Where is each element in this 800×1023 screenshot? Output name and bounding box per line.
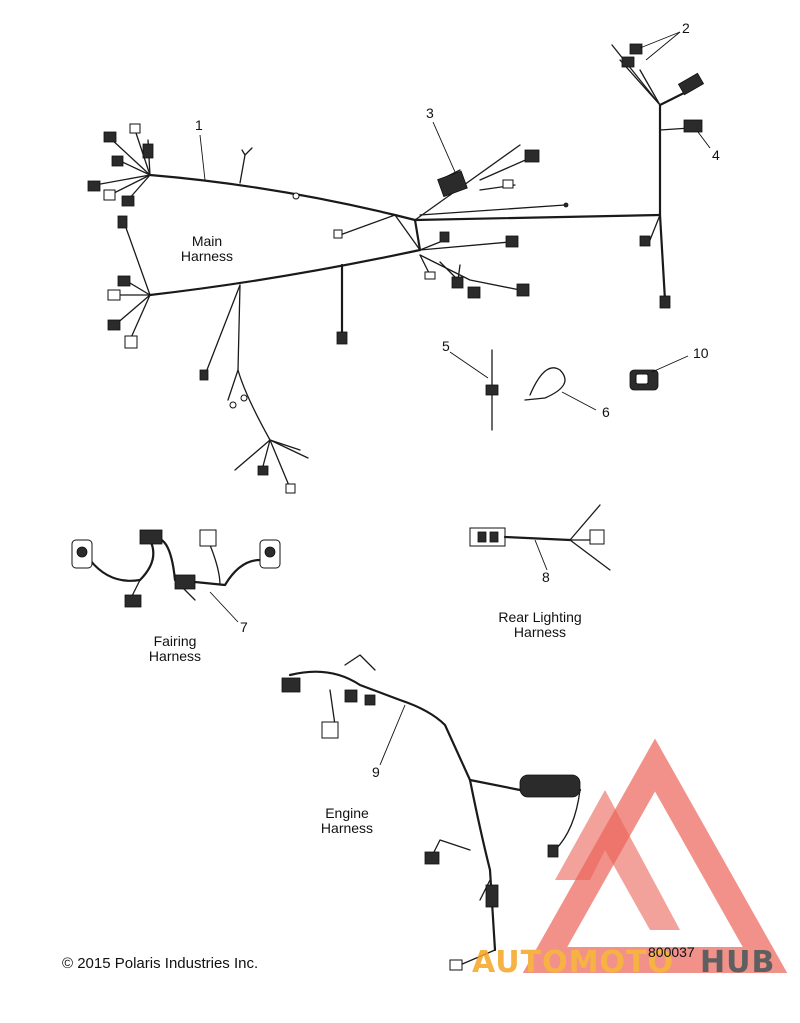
callout-numbers: 1 2 3 4 5 6 7 8 9 10 (195, 20, 720, 780)
engine-harness-label-line1: Engine (325, 805, 369, 821)
fairing-harness-label-line1: Fairing (154, 633, 197, 649)
main-harness-label-line1: Main (192, 233, 222, 249)
fairing-harness (71, 529, 281, 608)
main-harness-left-lower-branches (107, 215, 151, 349)
upper-right-pigtail-harness (611, 43, 705, 309)
copyright-notice: © 2015 Polaris Industries Inc. (62, 955, 258, 972)
part-6-cable-tie (524, 367, 566, 401)
callout-6: 6 (602, 404, 610, 420)
callout-4: 4 (712, 147, 720, 163)
callout-2: 2 (682, 20, 690, 36)
main-harness-label-line2: Harness (181, 248, 233, 264)
callout-10: 10 (693, 345, 709, 361)
rear-lighting-harness-label-line1: Rear Lighting (498, 609, 581, 625)
part-5-clip (485, 349, 499, 431)
rear-lighting-harness-label-line2: Harness (514, 624, 566, 640)
fairing-harness-label-line2: Harness (149, 648, 201, 664)
callout-1: 1 (195, 117, 203, 133)
automotohub-watermark: AUTOMOTO HUB (472, 738, 788, 980)
engine-harness-label-line2: Harness (321, 820, 373, 836)
callout-3: 3 (426, 105, 434, 121)
main-harness-left-upper-branches (87, 123, 154, 207)
callout-7: 7 (240, 619, 248, 635)
engine-harness (281, 654, 582, 971)
main-harness (87, 123, 662, 494)
leader-lines (199, 31, 711, 766)
callout-8: 8 (542, 569, 550, 585)
rear-lighting-harness (469, 504, 611, 571)
callout-9: 9 (372, 764, 380, 780)
part-10-connector (629, 369, 659, 391)
harness-labels: Main Harness Fairing Harness Rear Lighti… (149, 233, 582, 836)
watermark-text-b: HUB (700, 945, 775, 980)
triangle-logo-icon (522, 738, 788, 973)
watermark-text-a: AUTOMOTO (472, 945, 674, 980)
figure-part-number: 800037 (648, 944, 695, 960)
callout-5: 5 (442, 338, 450, 354)
